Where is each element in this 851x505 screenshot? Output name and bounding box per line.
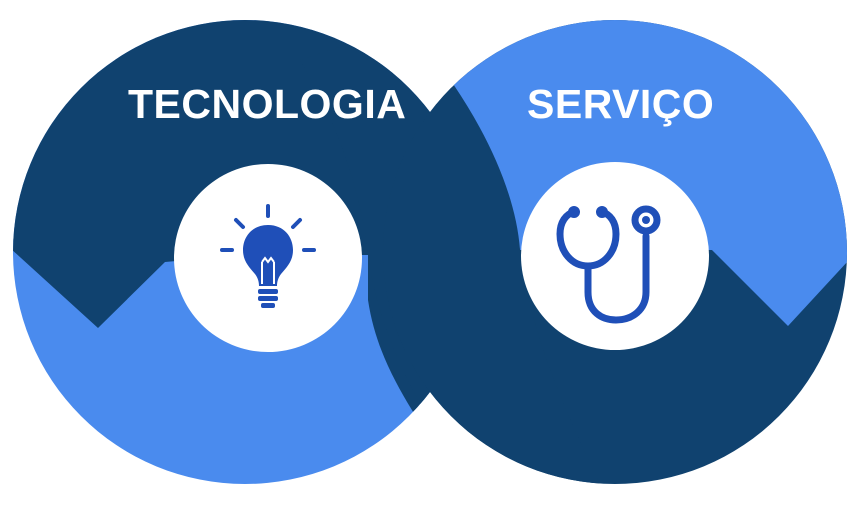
right-icon-disc bbox=[521, 162, 709, 350]
tecnologia-label: TECNOLOGIA bbox=[128, 81, 407, 127]
stethoscope-icon bbox=[556, 205, 661, 324]
servico-label: SERVIÇO bbox=[527, 81, 715, 127]
lightbulb-icon bbox=[220, 204, 316, 308]
